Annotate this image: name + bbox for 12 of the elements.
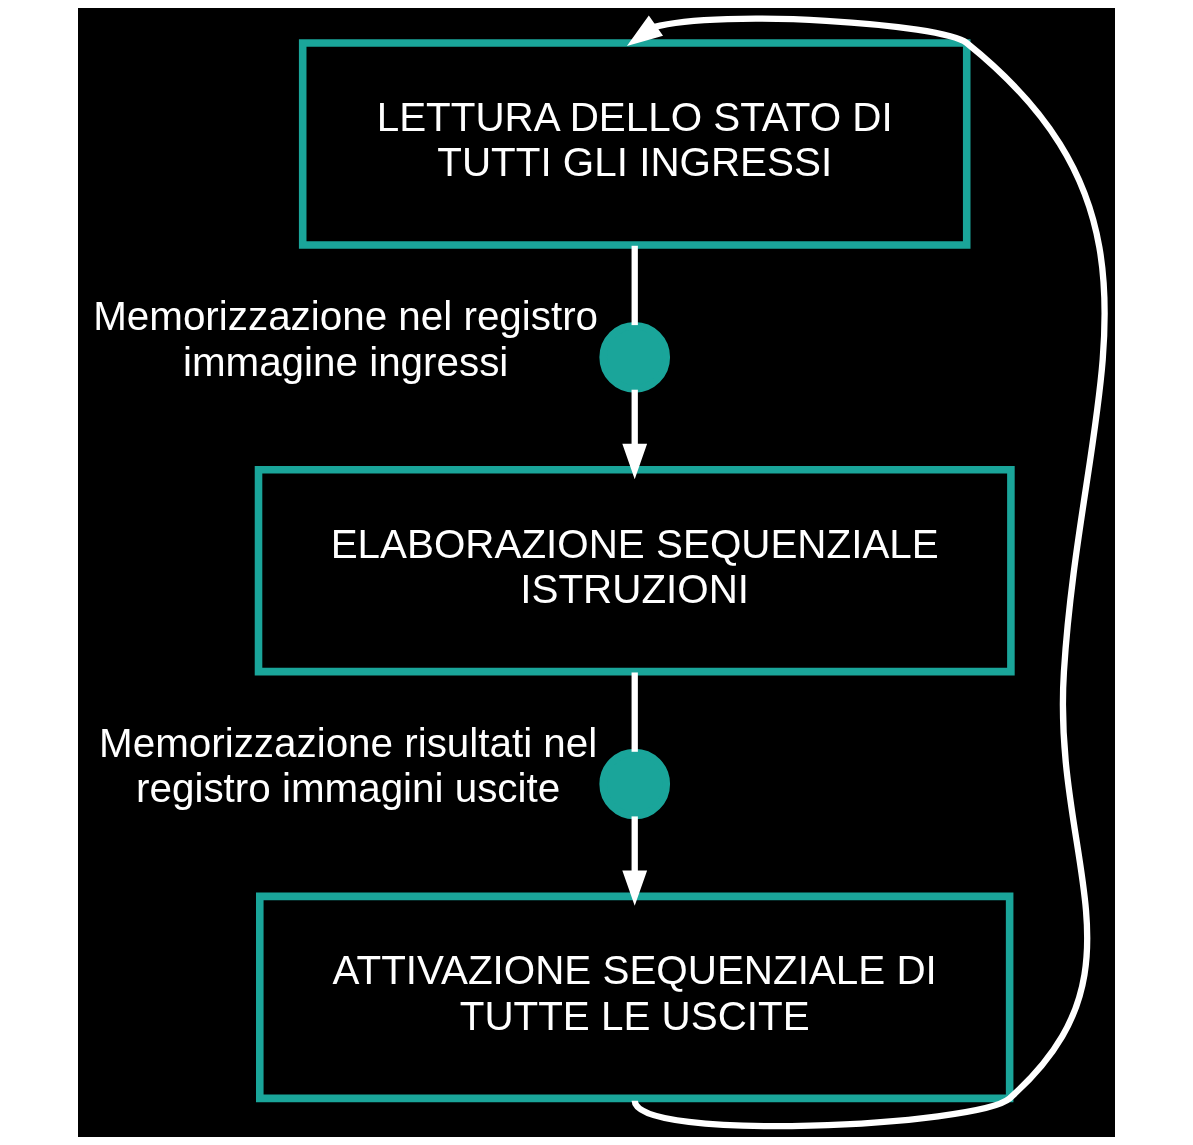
node-circle [599, 322, 671, 393]
node-circle [599, 748, 671, 820]
node-box: LETTURA DELLO STATO DI TUTTI GLI INGRESSI [298, 39, 971, 249]
arrow [626, 15, 1108, 1130]
node-box: ATTIVAZIONE SEQUENZIALE DI TUTTE LE USCITE [256, 892, 1014, 1103]
arrow [622, 389, 648, 480]
node-box: ELABORAZIONE SEQUENZIALE ISTRUZIONI [254, 465, 1015, 676]
node-label: Memorizzazione risultati nel registro immagini uscite [99, 720, 598, 812]
arrow [622, 816, 648, 906]
connector [631, 672, 638, 752]
node-label: Memorizzazione nel registro immagine ingressi [93, 293, 599, 385]
connector [631, 245, 638, 326]
